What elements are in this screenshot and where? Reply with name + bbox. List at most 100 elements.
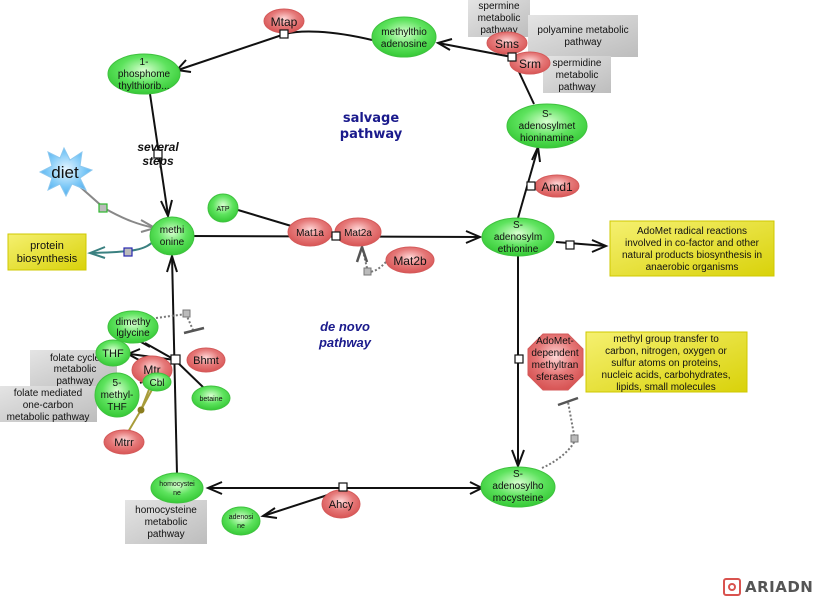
enzyme-srm[interactable]: Srm [509,51,551,75]
edge-sah-inhib [541,401,577,469]
enzyme-mtrr[interactable]: Mtrr [103,429,145,455]
edge-bhmt-dmg [144,342,176,361]
diet-node[interactable]: diet [38,146,94,198]
inhibition-bar-sah [557,396,579,407]
edge-atp [237,209,299,229]
metabolite-dmg[interactable]: dimethy lglycine [107,310,159,344]
reaction-node-srm [507,52,517,62]
enzyme-mtrr-label: Mtrr [114,437,134,449]
metabolite-thf[interactable]: THF [95,339,131,367]
metabolite-mta[interactable]: methylthio adenosine [371,16,437,58]
pathway-box-folate-one-carbon[interactable]: folate mediated one-carbon metabolic pat… [0,386,97,423]
reaction-node-mtases [514,354,524,364]
process-box-methyl-transfer-line: lipids, small molecules [616,382,715,393]
arrowhead-protein [87,246,106,259]
pathway-box-folate-cycle-line: pathway [56,376,93,387]
metabolite-sam[interactable]: S- adenosylm ethionine [481,217,555,257]
reaction-node-diet [98,203,108,213]
metabolite-dcsam[interactable]: S- adenosylmet hioninamine [506,103,588,149]
pathway-box-homocysteine-line: homocysteine [135,505,197,516]
pathway-box-folate-cycle-line: metabolic [54,364,97,375]
pathway-box-spermidine[interactable]: spermidine metabolic pathway [543,56,611,93]
pathway-box-spermidine-line: pathway [558,82,595,93]
metabolite-dcsam-line: adenosylmet [519,121,576,132]
metabolite-sah-line: S- [513,469,523,480]
reaction-node-radical [565,240,575,250]
metabolite-mta-line: methylthio [381,27,427,38]
edge-met-protein [89,239,156,254]
diet-label: diet [51,163,79,182]
metabolite-dcsam-line: hioninamine [520,133,574,144]
metabolite-cbl-line: Cbl [149,378,164,389]
enzyme-mat1a[interactable]: Mat1a [287,217,333,247]
metabolite-sah[interactable]: S- adenosylho mocysteine [480,466,556,508]
metabolite-hcy[interactable]: homocystei ne [150,472,204,504]
region-label-salvage: pathway [340,127,403,142]
process-box-protein[interactable]: protein biosynthesis [7,233,87,271]
inhibition-marks [183,243,579,407]
modifier-node-sah [570,434,579,443]
enzyme-bhmt[interactable]: Bhmt [186,347,226,373]
metabolite-mtp[interactable]: 1- phosphome thylthiorib... [107,53,181,95]
enzyme-srm-label: Srm [519,57,541,71]
metabolite-dmg-line: dimethy [115,317,150,328]
metabolite-mthf[interactable]: 5- methyl- THF [94,372,140,418]
metabolite-met-line: methi [160,225,184,236]
modifier-node-mat2b [363,267,372,276]
pathway-box-polyamine[interactable]: polyamine metabolic pathway [528,15,638,57]
metabolite-cbl[interactable]: Cbl [142,372,172,392]
enzyme-mtases-line: methyltran [532,360,579,371]
starburst-icon [38,146,94,198]
metabolite-ado-line: adenosi [229,514,254,521]
enzyme-mtases-line: AdoMet- [536,336,574,347]
metabolite-mthf-line: 5- [113,378,122,389]
enzyme-mtases-line: sferases [536,372,574,383]
enzyme-mat2a-label: Mat2a [344,228,372,239]
pathway-box-homocysteine-line: pathway [147,529,184,540]
process-box-methyl-transfer-line: nucleic acids, carbohydrates, [602,370,731,381]
enzyme-amd1-label: Amd1 [541,180,573,194]
enzyme-sms[interactable]: Sms [486,31,528,55]
metabolite-mthf-line: methyl- [101,390,134,401]
metabolite-betaine[interactable]: betaine [191,385,231,411]
metabolite-ado[interactable]: adenosi ne [221,506,261,536]
arrowhead-mta [435,38,453,51]
arrowhead-sah [511,449,525,469]
reaction-node-mat [331,231,341,241]
enzyme-sms-label: Sms [495,37,519,51]
metabolite-sah-line: adenosylho [492,481,544,492]
metabolite-atp-line: ATP [216,206,229,213]
process-box-radical[interactable]: AdoMet radical reactions involved in co-… [609,220,775,277]
reaction-node-steps [153,149,163,159]
process-box-methyl-transfer-line: carbon, nitrogen, oxygen or [605,346,727,357]
process-box-radical-line: natural products biosynthesis in [622,250,762,261]
reaction-nodes [153,29,575,492]
reaction-node-protein [123,247,133,257]
pathway-box-homocysteine[interactable]: homocysteine metabolic pathway [125,500,207,544]
metabolite-mtp-line: 1- [140,57,149,68]
enzyme-mat2a[interactable]: Mat2a [334,217,382,247]
enzyme-mat2b[interactable]: Mat2b [385,246,435,274]
edge-dmg-inhib2 [185,313,194,331]
metabolite-betaine-line: betaine [200,396,223,403]
process-box-radical-line: anaerobic organisms [646,262,739,273]
process-box-protein-line: biosynthesis [17,253,78,265]
pathway-box-spermine-line: pathway [480,25,517,36]
reaction-node-bhmt [170,354,181,365]
pathway-box-polyamine-line: polyamine metabolic [537,25,628,36]
metabolite-atp[interactable]: ATP [207,193,239,223]
pathway-box-folate-one-carbon-line: folate mediated [14,388,82,399]
diet-edges [77,184,158,259]
enzyme-mtap[interactable]: Mtap [263,8,305,34]
enzyme-mtases[interactable]: AdoMet- dependent methyltran sferases [527,333,584,391]
enzyme-ahcy[interactable]: Ahcy [321,489,361,519]
process-box-methyl-transfer[interactable]: methyl group transfer to carbon, nitroge… [585,331,748,393]
metabolite-mtp-line: thylthiorib... [118,81,169,92]
pathway-box-polyamine-line: pathway [564,37,601,48]
enzyme-amd1[interactable]: Amd1 [534,174,580,198]
edge-srm-mta [437,42,513,58]
enzyme-mat1a-label: Mat1a [296,228,324,239]
metabolite-met[interactable]: methi onine [149,216,195,256]
pathway-box-spermine[interactable]: spermine metabolic pathway [468,0,530,37]
